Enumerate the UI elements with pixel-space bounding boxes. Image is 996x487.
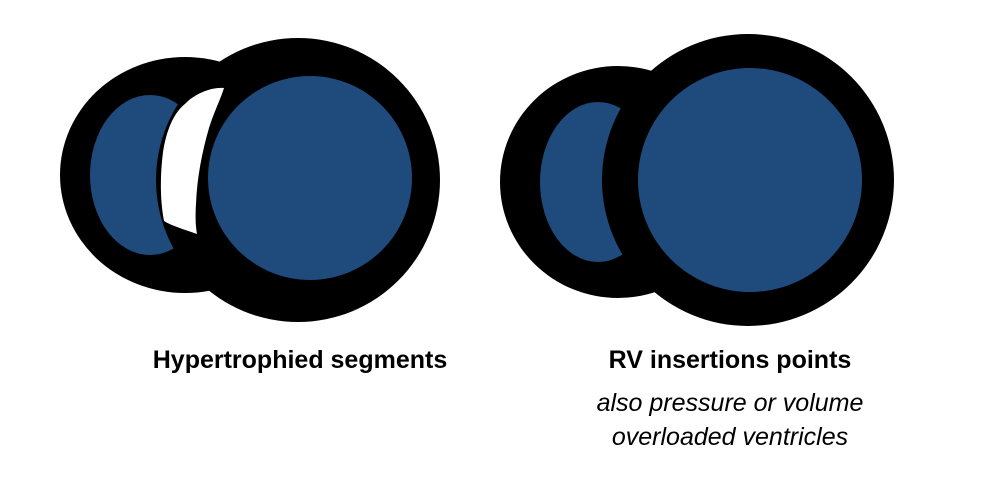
subcaption-line-1: also pressure or volume (596, 389, 864, 417)
subcaption-rv-insertion-points: also pressure or volume overloaded ventr… (520, 386, 940, 454)
subcaption-line-2: overloaded ventricles (611, 423, 849, 451)
caption-rv-insertion-points: RV insertions points (608, 346, 852, 374)
heart-cross-section-hypertrophied (60, 38, 440, 322)
lv-cavity (208, 76, 412, 280)
hypertrophied-segment-highlight (160, 87, 224, 234)
lv-cavity (638, 68, 862, 292)
caption-hypertrophied-segments: Hypertrophied segments (152, 346, 448, 374)
heart-cross-section-rv-insertion (500, 34, 894, 326)
